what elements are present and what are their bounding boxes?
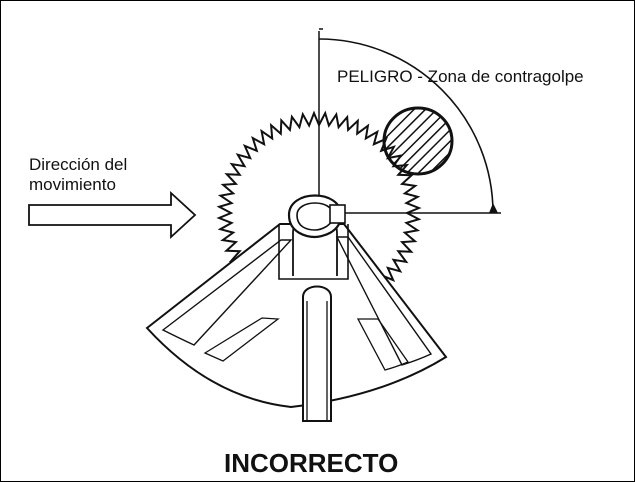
blade-guard (145, 223, 448, 409)
direction-label-line-2: movimiento (29, 175, 116, 194)
verdict-title: INCORRECTO (224, 448, 398, 478)
arc-end-arrow (489, 203, 498, 213)
trimmer-shaft (287, 194, 346, 422)
kickback-zone-hatched-circle (382, 106, 454, 176)
direction-label-line-1: Dirección del (29, 155, 127, 174)
danger-zone-arc (318, 38, 494, 214)
right-arrow-icon (28, 190, 197, 240)
danger-zone-label: PELIGRO - Zona de contragolpe (337, 67, 584, 86)
